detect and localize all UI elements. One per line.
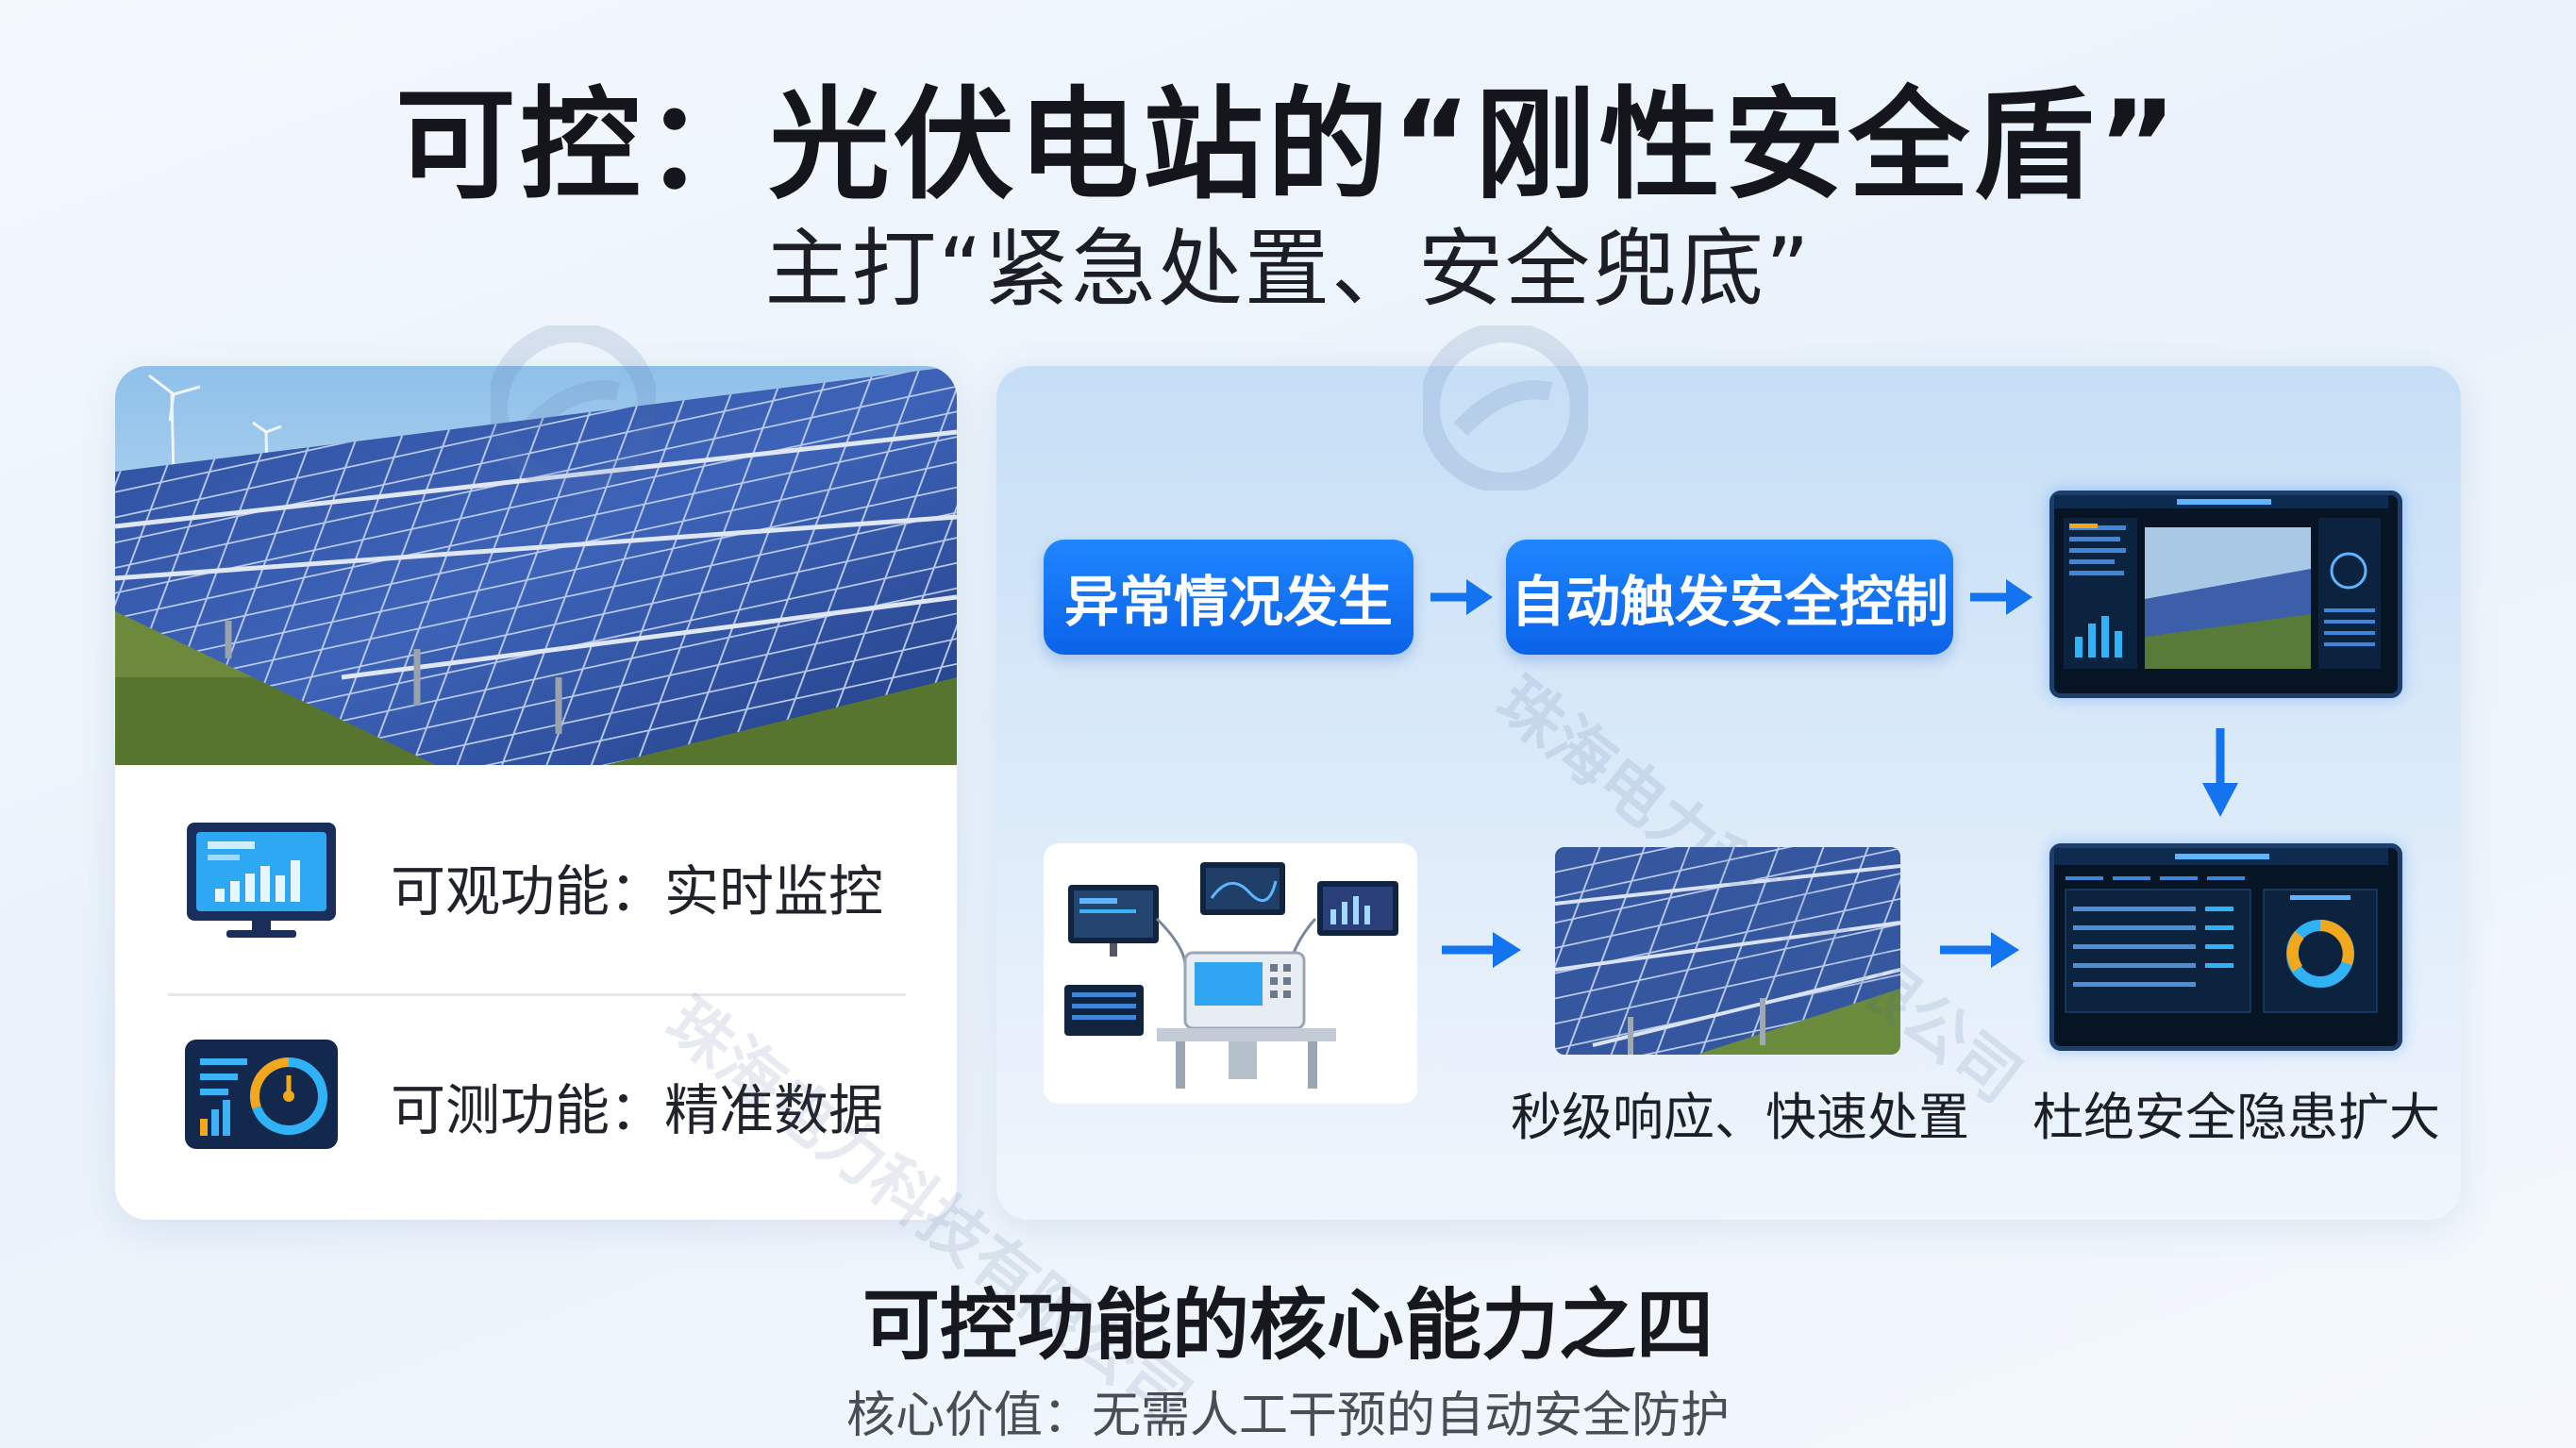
feature-divider	[168, 993, 906, 996]
control-station-illustration	[1044, 843, 1417, 1104]
arrow-right-icon	[1970, 579, 2032, 615]
caption-prevent: 杜绝安全隐患扩大	[2032, 1088, 2440, 1147]
page-title: 可控：光伏电站的“刚性安全盾”	[394, 75, 2182, 216]
solar-panel-photo	[115, 366, 957, 765]
flow-step-auto-control: 自动触发安全控制	[1506, 540, 1953, 655]
watermark-logo-icon	[491, 325, 656, 491]
page-subtitle: 主打“紧急处置、安全兜底”	[764, 220, 1812, 319]
feature-label-monitor: 可观功能：实时监控	[391, 859, 884, 924]
dashboard-video-graphic	[2054, 495, 2388, 669]
feature-row-measure: 可测功能：精准数据	[115, 1000, 957, 1189]
feature-label-measure: 可测功能：精准数据	[391, 1078, 884, 1142]
workstation-graphic	[1064, 862, 1398, 1089]
feature-row-monitor: 可观功能：实时监控	[115, 781, 957, 970]
monitor-chart-icon	[187, 823, 336, 938]
dashboard-alerts-graphic	[2054, 848, 2388, 1013]
control-flow-panel: 异常情况发生 自动触发安全控制	[996, 366, 2461, 1220]
arrow-right-icon	[1430, 579, 1493, 615]
solar-array-photo	[1555, 847, 1900, 1055]
arrow-right-icon	[1442, 932, 1521, 968]
arrow-down-icon	[2202, 728, 2238, 817]
features-card: 可观功能：实时监控 可测功能：精准数据	[115, 366, 957, 1220]
monitoring-screen-alerts	[2049, 843, 2402, 1051]
footer-subtitle: 核心价值：无需人工干预的自动安全防护	[845, 1388, 1730, 1444]
footer-title: 可控功能的核心能力之四	[861, 1281, 1714, 1371]
arrow-right-icon	[1940, 932, 2019, 968]
watermark-logo-icon	[1423, 325, 1588, 491]
flow-step-abnormal: 异常情况发生	[1044, 540, 1413, 655]
gauge-dashboard-icon	[185, 1040, 338, 1149]
monitoring-screen-video	[2049, 491, 2402, 698]
caption-response: 秒级响应、快速处置	[1511, 1088, 1969, 1147]
